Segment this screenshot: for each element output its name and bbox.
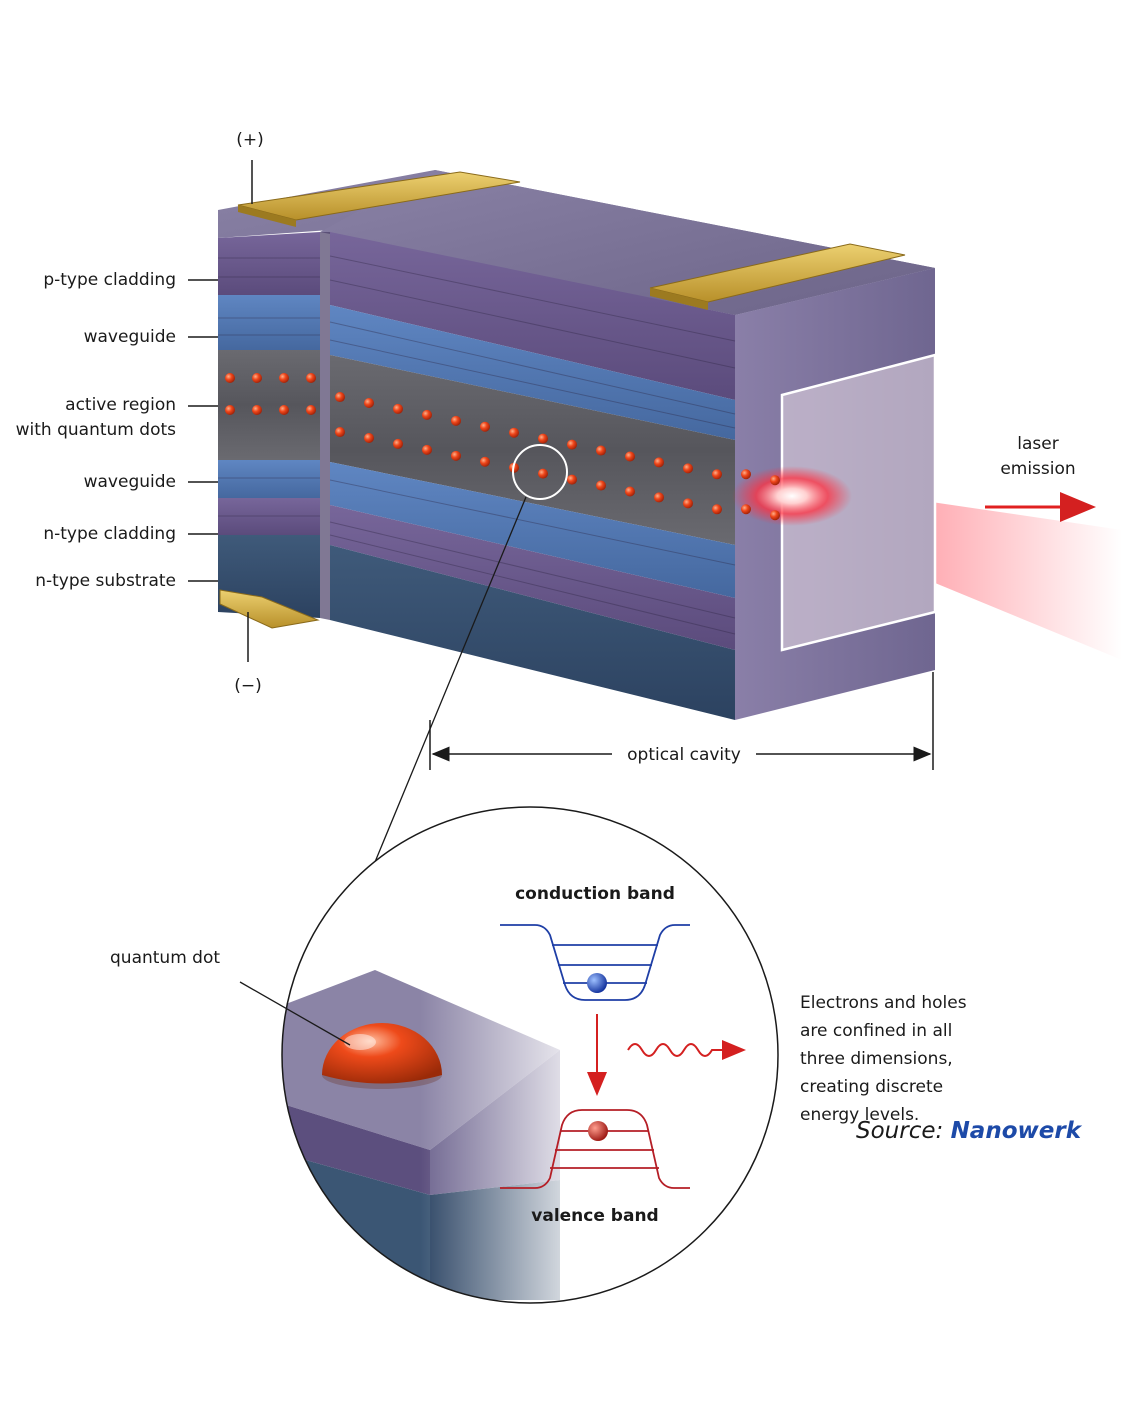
- emission-glow: [732, 466, 852, 526]
- quantum-dot-array: [225, 373, 780, 521]
- quantum-dot-particle: [770, 475, 780, 486]
- quantum-dot-particle: [306, 373, 316, 383]
- quantum-dot-particle: [393, 403, 403, 414]
- description-line: creating discrete: [800, 1077, 944, 1097]
- electron-ball: [587, 973, 607, 993]
- quantum-dot-particle: [741, 504, 751, 515]
- p-cladding-label: p-type cladding: [43, 270, 176, 290]
- quantum-dot-label: quantum dot: [110, 948, 221, 968]
- description-text: Electrons and holes are confined in all …: [800, 989, 967, 1129]
- quantum-dot-particle: [252, 405, 262, 415]
- photon-wave-icon: [627, 1040, 746, 1060]
- quantum-dot-particle: [567, 474, 577, 485]
- quantum-dot-particle: [596, 480, 606, 491]
- quantum-dot-particle: [596, 445, 606, 456]
- quantum-dot-particle: [335, 427, 345, 438]
- chip-front-left: [218, 232, 320, 618]
- bottom-contact: [219, 589, 320, 629]
- quantum-dot-particle: [279, 373, 289, 383]
- minus-terminal-label: (−): [234, 676, 262, 696]
- zoom-connector: [374, 496, 527, 863]
- quantum-dot-particle: [279, 405, 289, 415]
- waveguide-bottom-label: waveguide: [83, 472, 176, 492]
- hole-ball: [588, 1121, 608, 1141]
- quantum-dot-particle: [252, 373, 262, 383]
- quantum-dot-particle: [712, 504, 722, 515]
- description-line: are confined in all: [800, 1021, 953, 1041]
- waveguide-top-label: waveguide: [83, 327, 176, 347]
- quantum-dot-particle: [654, 457, 664, 468]
- laser-label-2: emission: [1000, 459, 1076, 479]
- quantum-dot-particle: [225, 373, 235, 383]
- quantum-dot-particle: [538, 468, 548, 479]
- quantum-dot-particle: [451, 450, 461, 461]
- description-line: Electrons and holes: [800, 993, 967, 1013]
- laser-chip: [218, 170, 937, 720]
- quantum-dot-particle: [654, 492, 664, 503]
- active-region-label-1: active region: [65, 395, 176, 415]
- end-face-window: [780, 353, 937, 652]
- quantum-dot-dome: [322, 1023, 442, 1084]
- optical-cavity-label: optical cavity: [627, 745, 741, 765]
- n-substrate-label: n-type substrate: [35, 571, 176, 591]
- quantum-dot-particle: [225, 405, 235, 415]
- quantum-dot-particle: [451, 415, 461, 426]
- source-brand[interactable]: Nanowerk: [950, 1118, 1081, 1144]
- quantum-dot-particle: [480, 456, 490, 467]
- quantum-dot-particle: [364, 432, 374, 443]
- magnified-view: [282, 807, 778, 1303]
- layer-leader-lines: [188, 279, 218, 582]
- quantum-dot-particle: [683, 498, 693, 509]
- source-credit: Source: Nanowerk: [856, 1118, 1081, 1144]
- plus-terminal-label: (+): [236, 130, 264, 150]
- quantum-dot-particle: [393, 438, 403, 449]
- quantum-dot-particle: [712, 469, 722, 480]
- valence-band-well: [500, 1109, 690, 1189]
- magnified-circle: [281, 806, 779, 1304]
- active-region-label-2: with quantum dots: [15, 420, 176, 440]
- chip-front-main: [218, 232, 736, 720]
- quantum-dot-particle: [306, 405, 316, 415]
- quantum-dot-particle: [480, 421, 490, 432]
- quantum-dot-particle: [625, 451, 635, 462]
- description-line: energy levels.: [800, 1105, 920, 1125]
- quantum-dot-particle: [770, 510, 780, 521]
- quantum-dot-particle: [422, 409, 432, 420]
- quantum-dot-particle: [422, 444, 432, 455]
- laser-label-1: laser: [1017, 434, 1059, 454]
- quantum-dot-particle: [625, 486, 635, 497]
- n-cladding-label: n-type cladding: [43, 524, 176, 544]
- quantum-dot-particle: [741, 469, 751, 480]
- quantum-dot-leader: [239, 981, 351, 1046]
- quantum-dot-particle: [683, 463, 693, 474]
- quantum-dot-particle: [335, 392, 345, 403]
- quantum-dot-particle: [364, 397, 374, 408]
- description-line: three dimensions,: [800, 1049, 953, 1069]
- quantum-dot-particle: [538, 433, 548, 444]
- quantum-dot-particle: [509, 427, 519, 438]
- zoom-source-circle: [512, 444, 568, 500]
- quantum-dot-particle: [567, 439, 577, 450]
- valence-band-label: valence band: [531, 1206, 659, 1226]
- conduction-band-label: conduction band: [515, 884, 675, 904]
- source-prefix: Source:: [856, 1118, 951, 1144]
